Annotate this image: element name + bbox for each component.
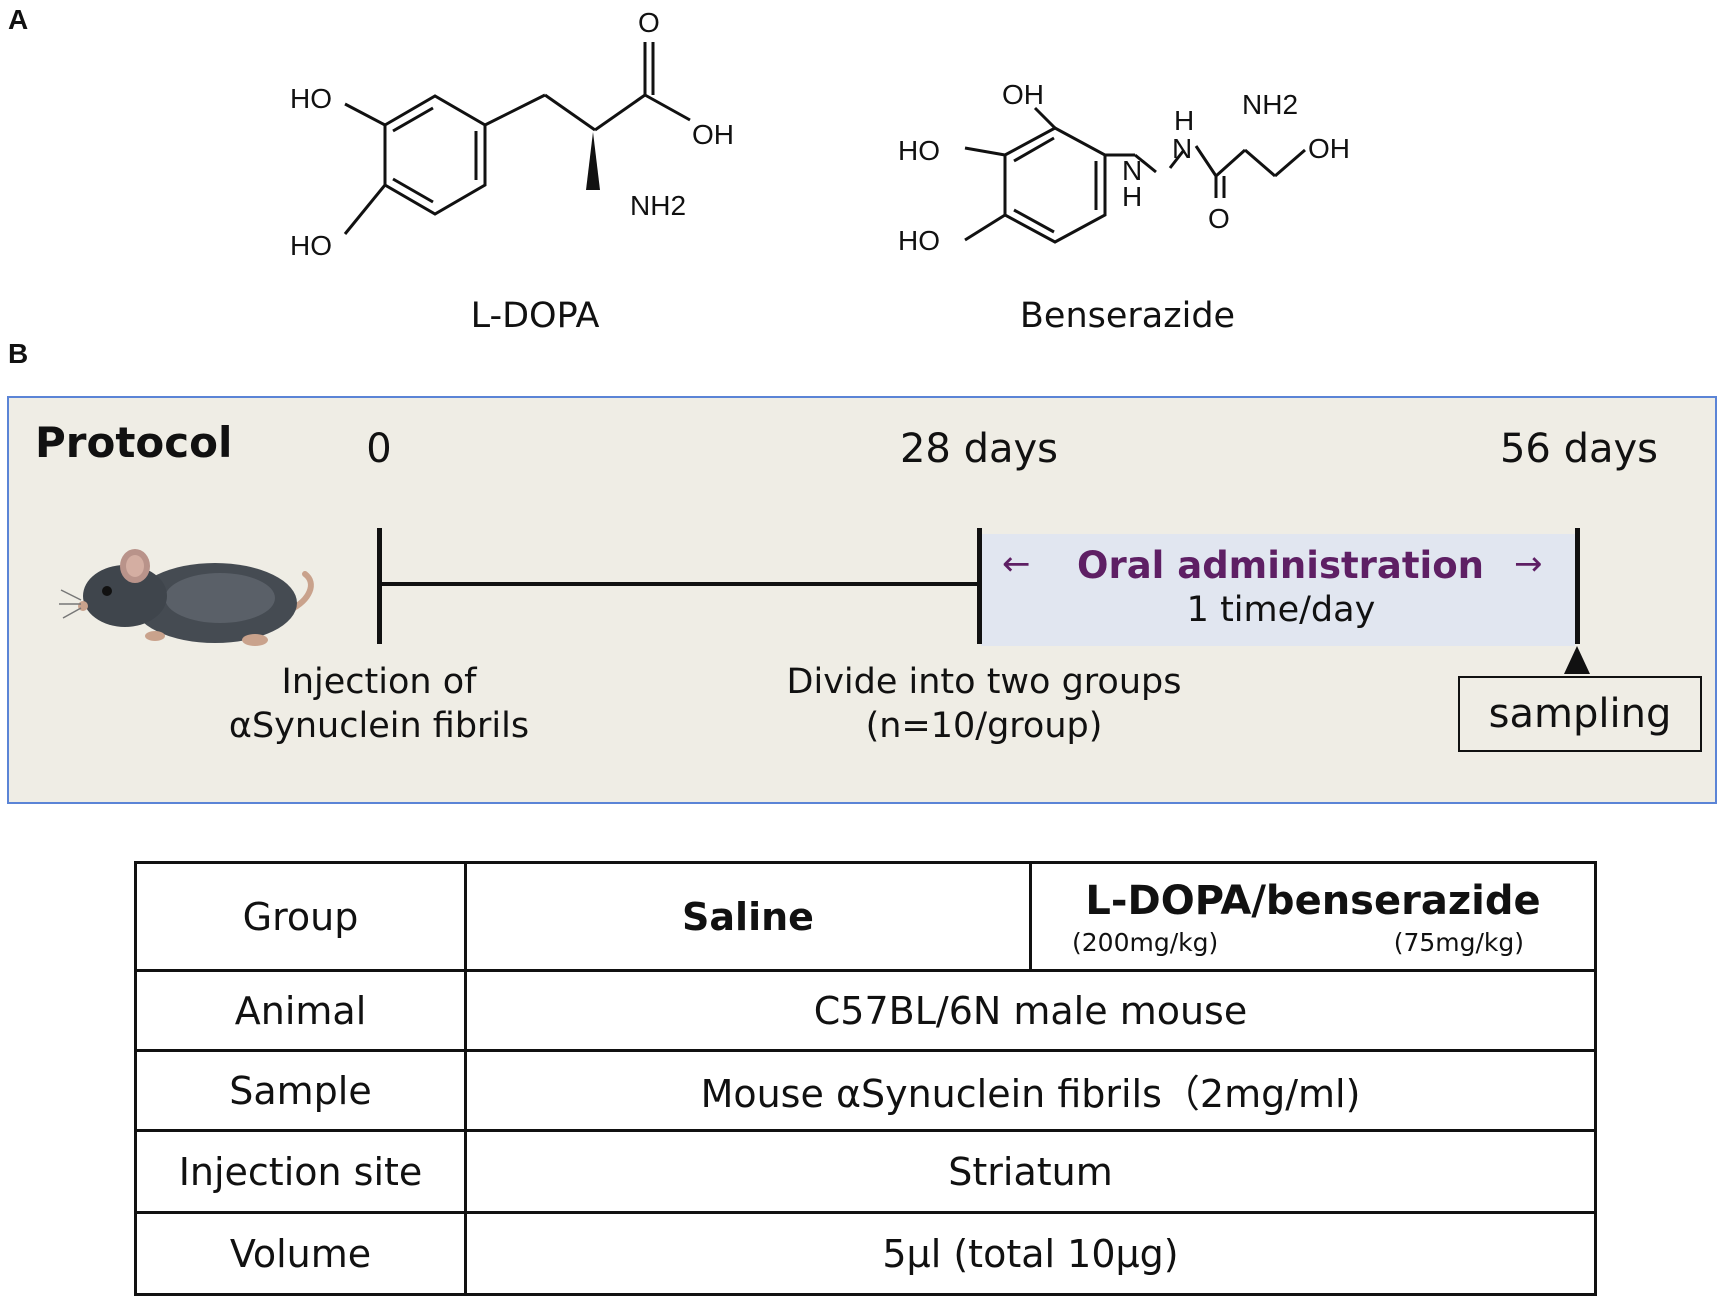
day-label-28: 28 days bbox=[899, 426, 1059, 472]
benserazide-name: Benserazide bbox=[1019, 296, 1236, 336]
table-row: Sample Mouse αSynuclein fibrils（2mg/ml) bbox=[134, 1049, 1597, 1132]
day-label-0: 0 bbox=[366, 426, 392, 472]
mouse-illustration bbox=[59, 549, 314, 646]
sampling-box: sampling bbox=[1458, 676, 1702, 752]
ldopa-title: L-DOPA/benserazide bbox=[1085, 878, 1541, 924]
panel-label-a: A bbox=[8, 4, 29, 35]
l-dopa-structure: HO HO O OH NH2 bbox=[290, 7, 734, 261]
oral-administration-band bbox=[981, 534, 1575, 646]
protocol-box: Protocol 0 28 days 56 days ← Oral admini… bbox=[7, 396, 1717, 804]
injection-label-line2: αSynuclein fibrils bbox=[228, 706, 530, 746]
benserazide-atom-h-upper: H bbox=[1174, 105, 1194, 136]
row-value: 5μl (total 10μg) bbox=[464, 1211, 1597, 1296]
table-row: Animal C57BL/6N male mouse bbox=[134, 969, 1597, 1052]
row-label: Injection site bbox=[134, 1129, 467, 1214]
row-label: Volume bbox=[134, 1211, 467, 1296]
row-value: Mouse αSynuclein fibrils（2mg/ml) bbox=[464, 1049, 1597, 1132]
panel-label-b: B bbox=[8, 338, 29, 369]
protocol-title: Protocol bbox=[35, 418, 233, 467]
benserazide-atom-nh2: NH2 bbox=[1242, 89, 1298, 120]
sampling-marker-icon bbox=[1564, 646, 1590, 674]
table-row: Volume 5μl (total 10μg) bbox=[134, 1211, 1597, 1296]
row-label: Animal bbox=[134, 969, 467, 1052]
oral-administration-title: Oral administration bbox=[1077, 544, 1484, 587]
benserazide-atom-ho-upper: HO bbox=[898, 135, 940, 166]
benserazide-structure: OH HO HO H N N H NH2 OH O bbox=[898, 79, 1350, 256]
wedge-bond bbox=[586, 132, 600, 190]
benserazide-atom-n-left: N bbox=[1122, 155, 1142, 186]
atom-oh: OH bbox=[692, 119, 734, 150]
atom-ho-top: HO bbox=[290, 83, 332, 114]
experiment-table: Group Saline L-DOPA/benserazide (200mg/k… bbox=[134, 861, 1597, 1296]
injection-label-line1: Injection of bbox=[281, 662, 477, 702]
left-arrow-icon: ← bbox=[1002, 544, 1031, 584]
atom-ho-bottom: HO bbox=[290, 230, 332, 261]
benserazide-dose: (75mg/kg) bbox=[1393, 928, 1524, 957]
atom-o: O bbox=[638, 7, 660, 38]
row-value: Striatum bbox=[464, 1129, 1597, 1214]
ldopa-header: L-DOPA/benserazide (200mg/kg) (75mg/kg) bbox=[1029, 861, 1597, 972]
benserazide-atom-oh-top: OH bbox=[1002, 79, 1044, 110]
divide-label-line2: (n=10/group) bbox=[865, 706, 1103, 746]
benserazide-atom-h-lower: H bbox=[1122, 181, 1142, 212]
tick-day-56 bbox=[1575, 528, 1580, 644]
saline-header: Saline bbox=[464, 861, 1032, 972]
day-label-56: 56 days bbox=[1499, 426, 1659, 472]
timeline-bar bbox=[379, 582, 979, 586]
table-header-row: Group Saline L-DOPA/benserazide (200mg/k… bbox=[134, 861, 1597, 972]
benserazide-atom-ho-lower: HO bbox=[898, 225, 940, 256]
tick-day-28 bbox=[977, 528, 982, 644]
benserazide-atom-o: O bbox=[1208, 203, 1230, 234]
dose-row: (200mg/kg) (75mg/kg) bbox=[1032, 924, 1594, 961]
divide-label-line1: Divide into two groups bbox=[786, 662, 1182, 702]
tick-day-0 bbox=[377, 528, 382, 644]
group-header: Group bbox=[134, 861, 467, 972]
row-value: C57BL/6N male mouse bbox=[464, 969, 1597, 1052]
administration-frequency: 1 time/day bbox=[1186, 590, 1376, 630]
benserazide-atom-oh-right: OH bbox=[1308, 133, 1350, 164]
table-row: Injection site Striatum bbox=[134, 1129, 1597, 1214]
l-dopa-name: L-DOPA bbox=[470, 296, 600, 336]
atom-nh2: NH2 bbox=[630, 190, 686, 221]
row-label: Sample bbox=[134, 1049, 467, 1132]
benserazide-atom-n-right: N bbox=[1172, 133, 1192, 164]
ldopa-dose: (200mg/kg) bbox=[1072, 928, 1219, 957]
right-arrow-icon: → bbox=[1514, 544, 1543, 584]
